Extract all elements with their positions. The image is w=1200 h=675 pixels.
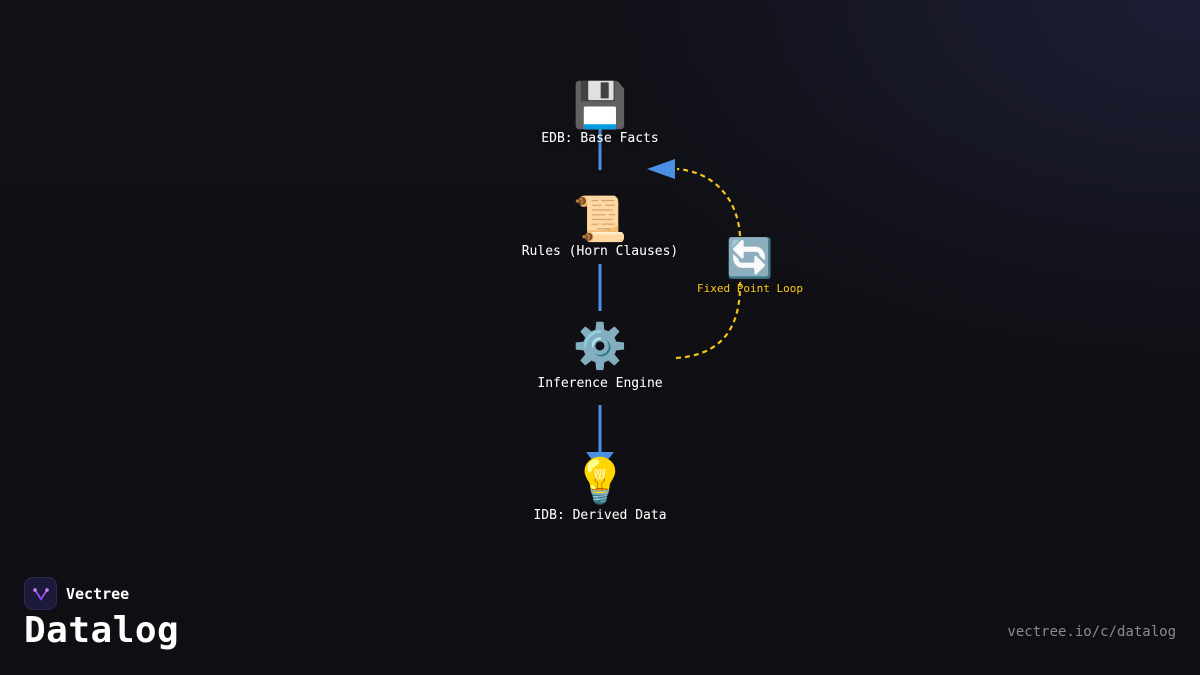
floppy-disk-icon: 💾 <box>573 80 628 131</box>
fixed-point-loop-label: Fixed Point Loop <box>697 282 803 295</box>
scroll-icon: 📜 <box>573 194 628 245</box>
light-bulb-icon: 💡 <box>573 456 628 507</box>
node-edb-label: EDB: Base Facts <box>541 131 658 146</box>
cycle-arrows-icon: 🔄 <box>726 236 773 280</box>
node-idb: 💡 IDB: Derived Data <box>533 456 666 523</box>
brand: Vectree <box>24 577 129 610</box>
page-title: Datalog <box>24 610 180 651</box>
node-engine-label: Inference Engine <box>537 376 662 391</box>
node-idb-label: IDB: Derived Data <box>533 508 666 523</box>
node-edb: 💾 EDB: Base Facts <box>541 80 658 146</box>
fixed-point-loop-path <box>675 167 742 360</box>
edge-engine-idb-arrowhead <box>586 452 614 470</box>
fixed-point-loop: 🔄 Fixed Point Loop <box>697 236 803 295</box>
page-url[interactable]: vectree.io/c/datalog <box>1007 624 1176 640</box>
vectree-logo-icon <box>24 577 57 610</box>
gear-icon: ⚙️ <box>573 321 628 372</box>
node-rules: 📜 Rules (Horn Clauses) <box>522 194 679 259</box>
node-rules-label: Rules (Horn Clauses) <box>522 244 679 259</box>
fixed-point-loop-arrowhead <box>647 159 675 179</box>
brand-name: Vectree <box>66 584 130 603</box>
node-engine: ⚙️ Inference Engine <box>537 321 662 391</box>
